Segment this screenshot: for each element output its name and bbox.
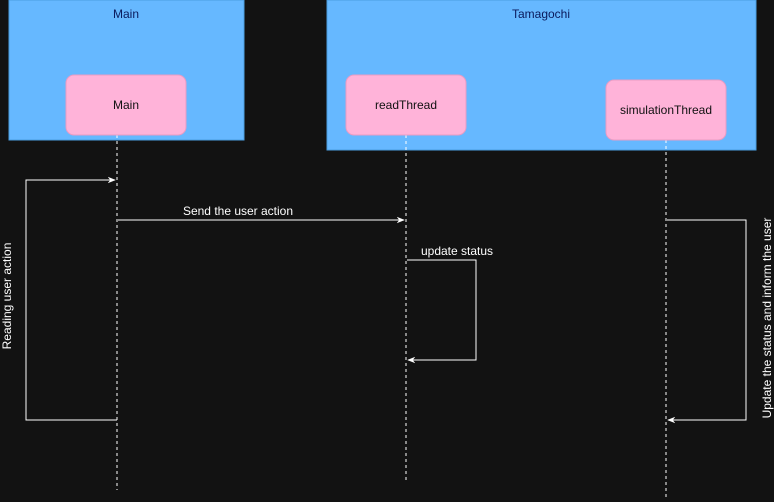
simulation-thread-lifeline-box[interactable]: simulationThread (605, 79, 727, 141)
update-and-inform-arrow[interactable] (667, 219, 747, 424)
tamagochi-container-title: Tamagochi (512, 7, 570, 21)
main-lifeline-box[interactable]: Main (65, 74, 187, 136)
reading-user-action-label: Reading user action (0, 243, 14, 350)
send-user-action-label: Send the user action (183, 204, 293, 218)
simulation-thread-lifeline-label: simulationThread (620, 103, 712, 117)
update-status-arrow[interactable] (407, 259, 477, 364)
main-container-title: Main (113, 7, 139, 21)
reading-user-action-arrow[interactable] (25, 176, 117, 421)
read-thread-lifeline-box[interactable]: readThread (345, 74, 467, 136)
main-lifeline-label: Main (113, 98, 139, 112)
update-and-inform-label: Update the status and inform the user (760, 218, 774, 419)
update-status-label: update status (421, 244, 493, 258)
read-thread-lifeline-label: readThread (375, 98, 437, 112)
